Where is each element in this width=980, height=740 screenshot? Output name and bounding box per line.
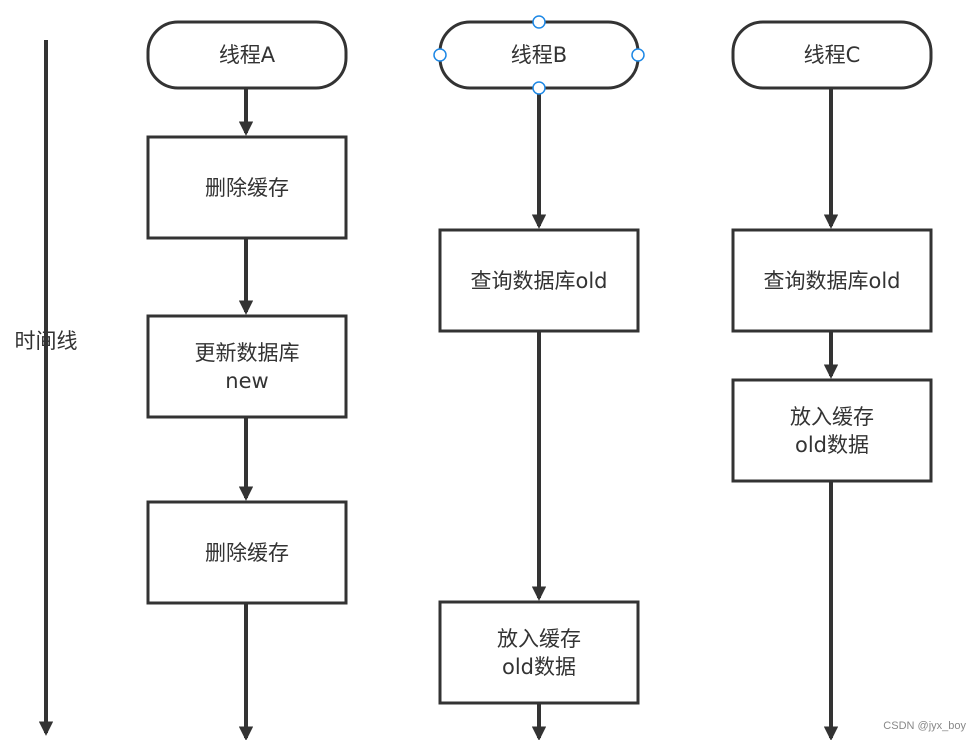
thread-a-step-2-box — [146, 314, 348, 419]
selection-handle-top[interactable] — [532, 15, 546, 29]
watermark: CSDN @jyx_boy — [883, 720, 966, 732]
thread-c-step-2-box — [731, 378, 933, 483]
thread-b-step-1-box — [438, 228, 640, 333]
thread-c-step-1-box — [731, 228, 933, 333]
thread-a-start — [146, 20, 348, 90]
thread-b-step-2-box — [438, 600, 640, 705]
thread-b-start[interactable] — [438, 20, 640, 90]
selection-handle-left[interactable] — [433, 48, 447, 62]
selection-handle-right[interactable] — [631, 48, 645, 62]
thread-a-step-1-box — [146, 135, 348, 240]
thread-a-step-3-box — [146, 500, 348, 605]
thread-c-start — [731, 20, 933, 90]
selection-handle-bottom[interactable] — [532, 81, 546, 95]
